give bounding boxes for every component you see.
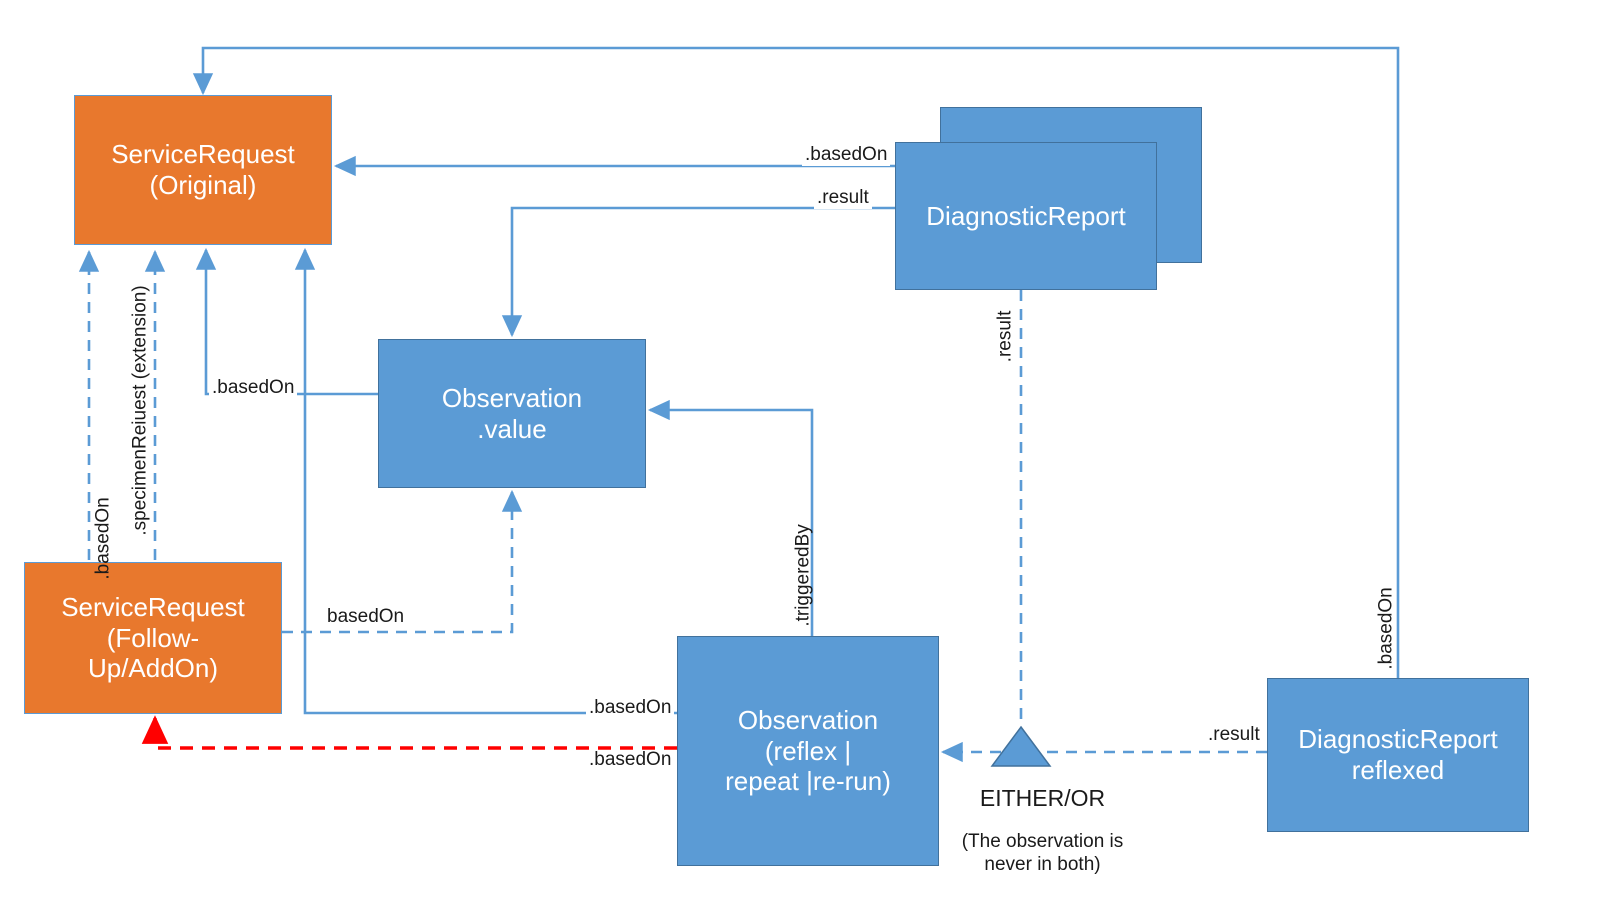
label-based-on-reflex-solid: .basedOn <box>586 697 675 719</box>
node-diagnostic-report-reflexed-label: DiagnosticReport reflexed <box>1298 724 1498 785</box>
edge-observation-value-basedon-original <box>195 247 378 396</box>
label-based-on-followup-observation: basedOn <box>324 606 408 628</box>
edge-followup-basedon-observation-value <box>282 489 523 634</box>
label-based-on-reflex-red: .basedOn <box>586 749 675 771</box>
node-diagnostic-report-reflexed[interactable]: DiagnosticReport reflexed <box>1267 678 1529 832</box>
node-observation-value-label: Observation .value <box>441 382 583 444</box>
either-or-note: EITHER/OR (The observation is never in b… <box>935 766 1150 894</box>
node-service-request-follow-up-label: ServiceRequest (Follow- Up/AddOn) <box>61 591 245 684</box>
node-observation-value[interactable]: Observation .value <box>378 339 646 488</box>
node-diagnostic-report-front-label: DiagnosticReport <box>926 200 1126 231</box>
label-result-reflexed-report: .result <box>1205 724 1263 746</box>
label-based-on-right-vertical: .basedOn <box>1375 587 1397 670</box>
either-or-body: (The observation is never in both) <box>961 830 1124 875</box>
label-triggered-by-vertical: .triggeredBy <box>792 524 814 627</box>
node-diagnostic-report-front[interactable]: DiagnosticReport <box>895 142 1157 290</box>
either-or-heading: EITHER/OR <box>979 785 1106 811</box>
label-based-on-left-vertical: .basedOn <box>92 497 114 580</box>
label-based-on-observation-value: .basedOn <box>209 377 298 399</box>
edge-observation-reflex-triggeredby-value <box>647 399 814 636</box>
label-specimen-request-vertical: .specimenReiuest (extension) <box>129 285 151 536</box>
node-observation-reflex-label: Observation (reflex | repeat |re-run) <box>725 704 891 797</box>
node-service-request-follow-up[interactable]: ServiceRequest (Follow- Up/AddOn) <box>24 562 282 714</box>
node-service-request-original-label: ServiceRequest (Original) <box>111 139 295 200</box>
label-result-vertical: .result <box>994 310 1016 363</box>
node-observation-reflex[interactable]: Observation (reflex | repeat |re-run) <box>677 636 939 866</box>
label-based-on-report-top: .basedOn <box>802 144 891 166</box>
edge-reflexed-report-basedon-original <box>192 46 1400 678</box>
either-or-triangle-icon <box>990 725 1052 767</box>
edge-report-result-observation-value <box>501 206 895 338</box>
edge-observation-reflex-basedon-original <box>294 247 677 715</box>
label-result-report: .result <box>814 187 872 209</box>
node-service-request-original[interactable]: ServiceRequest (Original) <box>74 95 332 245</box>
edge-observation-reflex-basedon-followup <box>141 715 677 750</box>
